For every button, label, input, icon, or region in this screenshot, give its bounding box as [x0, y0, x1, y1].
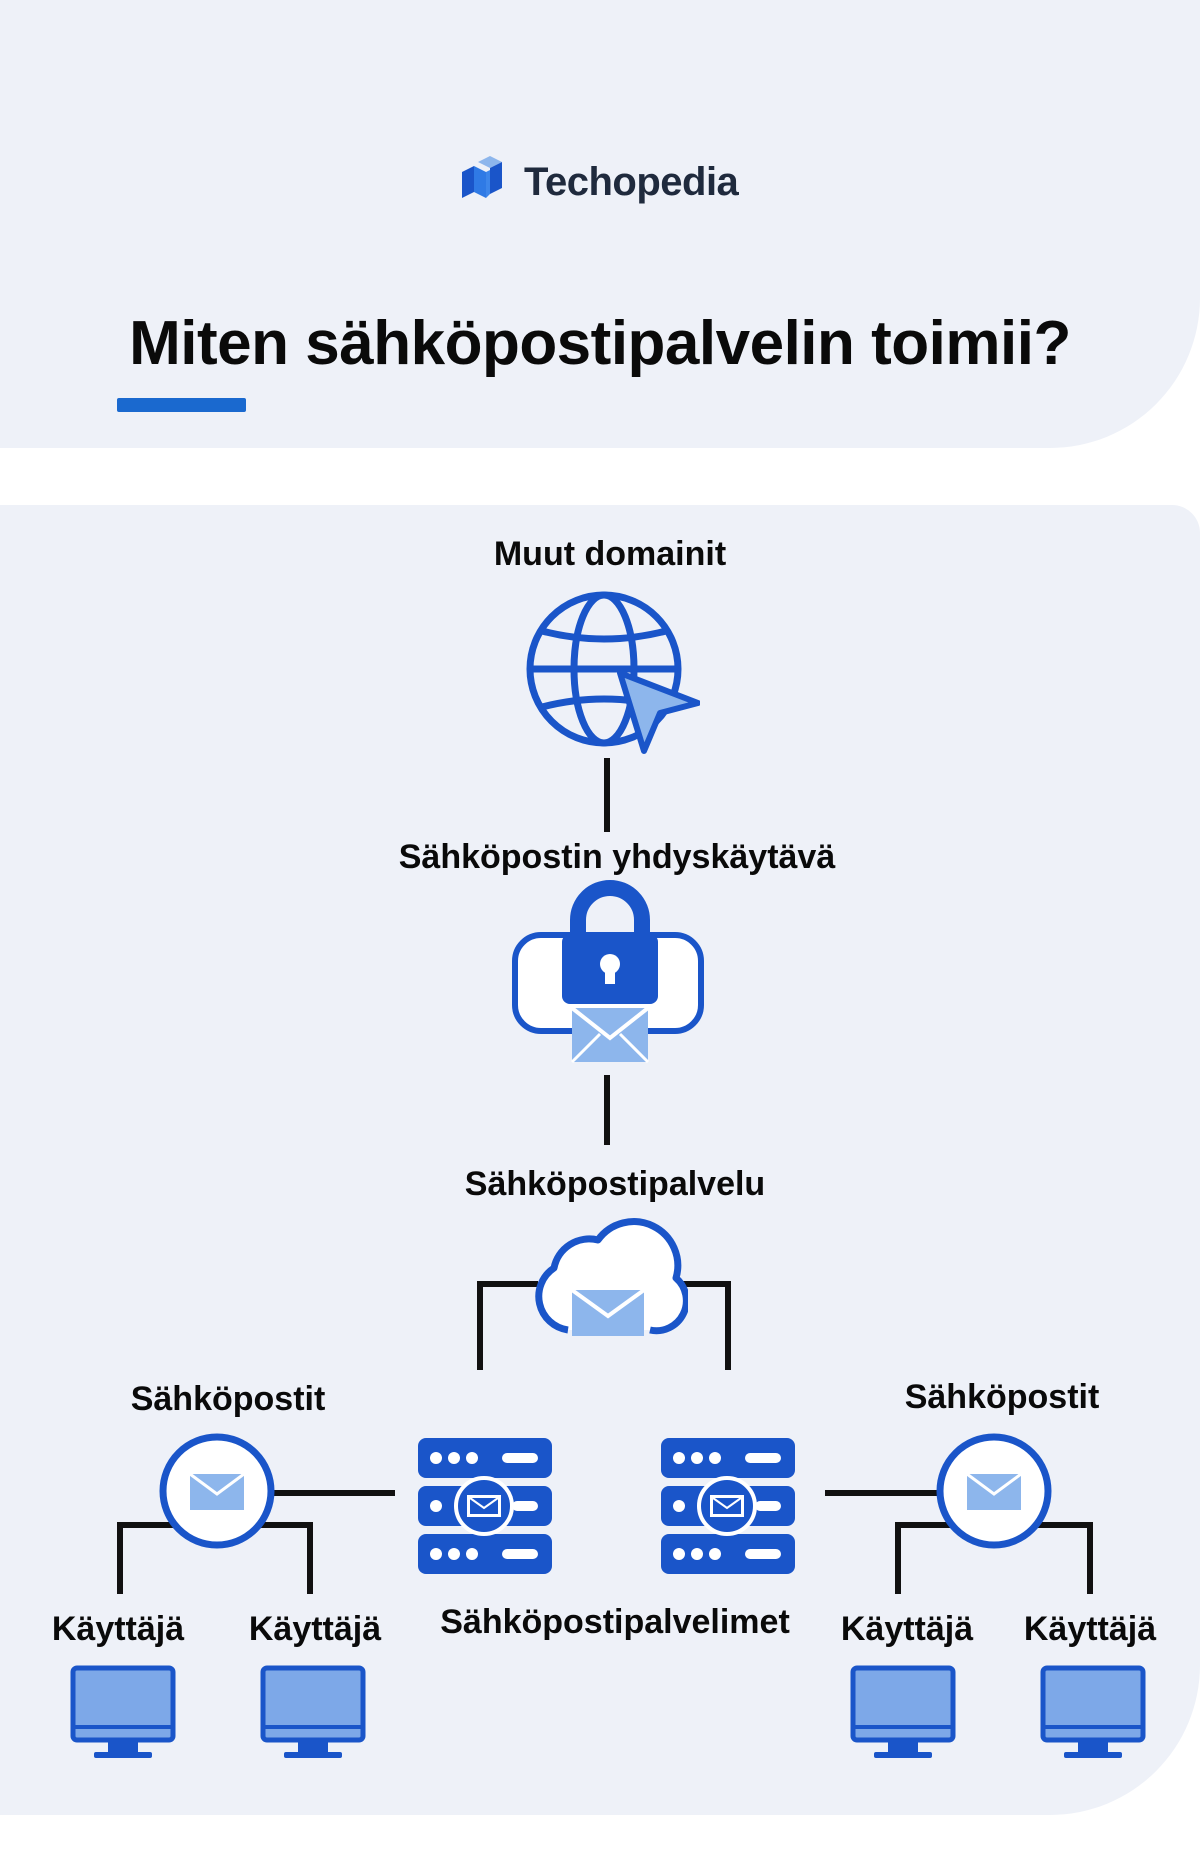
- brand-name: Techopedia: [524, 159, 739, 204]
- globe-cursor-icon: [526, 591, 700, 754]
- title-underline: [117, 398, 246, 412]
- techopedia-cube-logo-icon: [462, 156, 502, 198]
- monitor-icon: [70, 1665, 176, 1758]
- label-other-domains: Muut domainit: [493, 535, 727, 573]
- monitor-icon: [850, 1665, 956, 1758]
- connector-service-left: [477, 1281, 538, 1370]
- envelope-circle-icon: [159, 1433, 275, 1549]
- label-emails-right: Sähköpostit: [904, 1378, 1100, 1416]
- label-email-servers: Sähköpostipalvelimet: [440, 1603, 790, 1641]
- diagram-panel: [0, 505, 1200, 1815]
- page-title: Miten sähköpostipalvelin toimii?: [129, 309, 1071, 378]
- monitor-icon: [260, 1665, 366, 1758]
- cloud-envelope-icon: [535, 1218, 688, 1336]
- server-envelope-icon: [418, 1438, 552, 1574]
- connector-service-right: [672, 1281, 731, 1370]
- brand-logo: Techopedia: [458, 152, 739, 212]
- server-envelope-icon: [661, 1438, 795, 1574]
- header-panel: [0, 0, 1200, 448]
- label-email-gateway: Sähköpostin yhdyskäytävä: [398, 838, 836, 876]
- label-email-service: Sähköpostipalvelu: [464, 1165, 766, 1203]
- envelope-circle-icon: [936, 1433, 1052, 1549]
- monitor-icon: [1040, 1665, 1146, 1758]
- label-user-4: Käyttäjä: [1023, 1610, 1157, 1648]
- label-emails-left: Sähköpostit: [130, 1380, 326, 1418]
- label-user-3: Käyttäjä: [840, 1610, 974, 1648]
- label-user-2: Käyttäjä: [248, 1610, 382, 1648]
- lock-envelope-icon: [512, 880, 704, 1064]
- label-user-1: Käyttäjä: [51, 1610, 185, 1648]
